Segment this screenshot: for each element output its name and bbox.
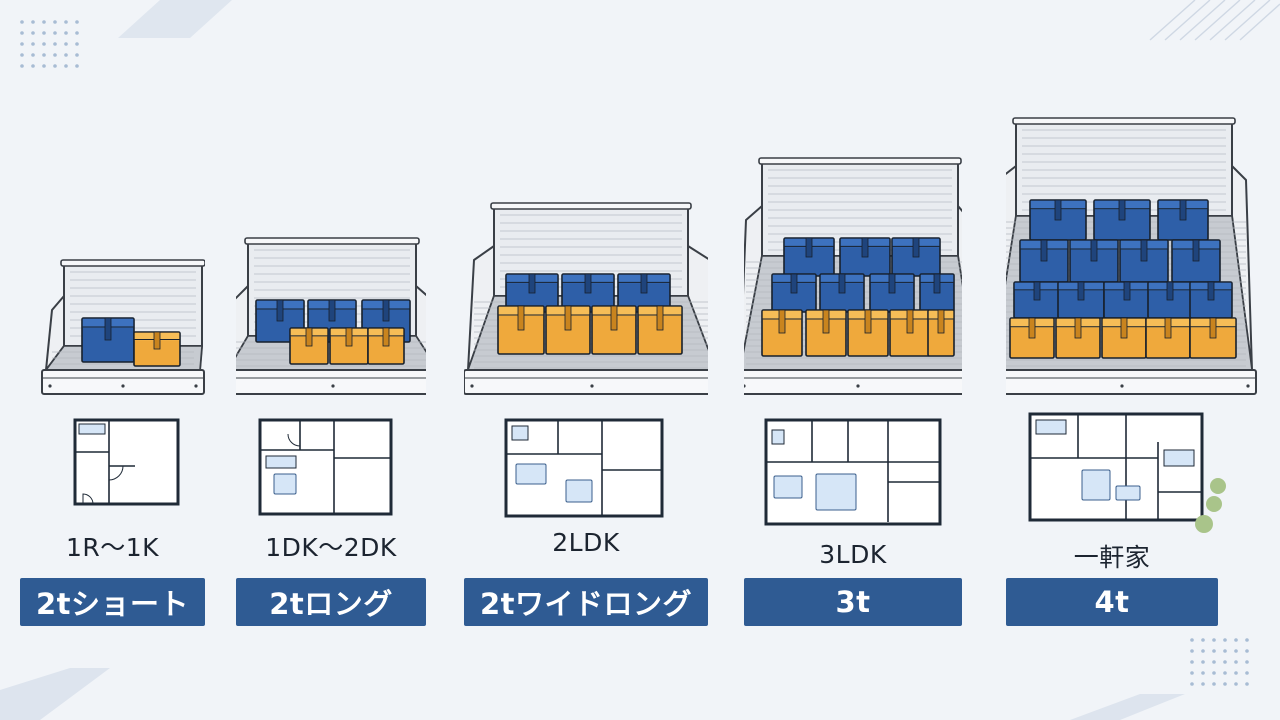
truck-column-2t-long: 1DK～2DK 2tロング: [236, 0, 426, 720]
truck-column-2t-short: 1R～1K 2tショート: [20, 0, 205, 720]
truck-column-3t: 3LDK 3t: [744, 0, 962, 720]
layout-label: 1DK～2DK: [265, 533, 397, 562]
cardboard-box-icon: [1119, 239, 1169, 283]
floor-plan-icon: [258, 418, 393, 516]
cardboard-box-icon: [1171, 239, 1221, 283]
cardboard-box-icon: [761, 309, 803, 357]
cardboard-box-icon: [1055, 317, 1101, 359]
cardboard-box-icon: [1103, 281, 1151, 319]
truck-column-4t: 一軒家 4t: [1006, 0, 1257, 720]
truck-bed-icon: [41, 259, 205, 395]
cardboard-box-icon: [819, 273, 865, 313]
truck-bed-icon: [236, 237, 426, 395]
cardboard-box-icon: [927, 309, 955, 357]
layout-label: 1R～1K: [65, 533, 160, 562]
cardboard-box-icon: [805, 309, 847, 357]
truck-bed-icon: [464, 202, 708, 395]
truck-bed-icon: [1006, 117, 1257, 395]
cardboard-box-icon: [1157, 199, 1209, 241]
cardboard-box-icon: [919, 273, 955, 313]
truck-size-label: 3t: [744, 578, 962, 626]
cardboard-box-icon: [637, 305, 683, 355]
cardboard-box-icon: [545, 305, 591, 355]
layout-label: 2LDK: [552, 528, 620, 557]
layout-label: 一軒家: [1073, 543, 1151, 572]
truck-bed-icon: [744, 157, 962, 395]
cardboard-box-icon: [771, 273, 817, 313]
cardboard-box-icon: [1069, 239, 1119, 283]
truck-column-2t-wide-long: 2LDK 2tワイドロング: [464, 0, 708, 720]
cardboard-box-icon: [617, 273, 671, 313]
truck-size-label: 2tロング: [236, 578, 426, 626]
cardboard-box-icon: [591, 305, 637, 355]
cardboard-box-icon: [1147, 281, 1193, 319]
cardboard-box-icon: [133, 331, 181, 367]
cardboard-box-icon: [289, 327, 329, 365]
cardboard-box-icon: [1093, 199, 1151, 241]
floor-plan-icon: [504, 418, 664, 518]
cardboard-box-icon: [1057, 281, 1105, 319]
cardboard-box-icon: [869, 273, 915, 313]
floor-plan-icon: [73, 418, 180, 506]
cardboard-box-icon: [891, 237, 941, 277]
floor-plan-icon: [1028, 412, 1226, 533]
cardboard-box-icon: [1009, 317, 1055, 359]
truck-size-label: 4t: [1006, 578, 1218, 626]
cardboard-box-icon: [505, 273, 559, 313]
cardboard-box-icon: [1189, 317, 1237, 359]
layout-label: 3LDK: [819, 540, 887, 569]
cardboard-box-icon: [1101, 317, 1147, 359]
cardboard-box-icon: [1145, 317, 1191, 359]
cardboard-box-icon: [1013, 281, 1061, 319]
cardboard-box-icon: [889, 309, 931, 357]
cardboard-box-icon: [1029, 199, 1087, 241]
cardboard-box-icon: [839, 237, 891, 277]
truck-size-label: 2tワイドロング: [464, 578, 708, 626]
floor-plan-icon: [764, 418, 942, 526]
cardboard-box-icon: [783, 237, 835, 277]
cardboard-box-icon: [367, 327, 405, 365]
cardboard-box-icon: [329, 327, 369, 365]
cardboard-box-icon: [497, 305, 545, 355]
truck-size-label: 2tショート: [20, 578, 205, 626]
cardboard-box-icon: [847, 309, 889, 357]
cardboard-box-icon: [1019, 239, 1069, 283]
cardboard-box-icon: [1189, 281, 1233, 319]
cardboard-box-icon: [81, 317, 135, 363]
